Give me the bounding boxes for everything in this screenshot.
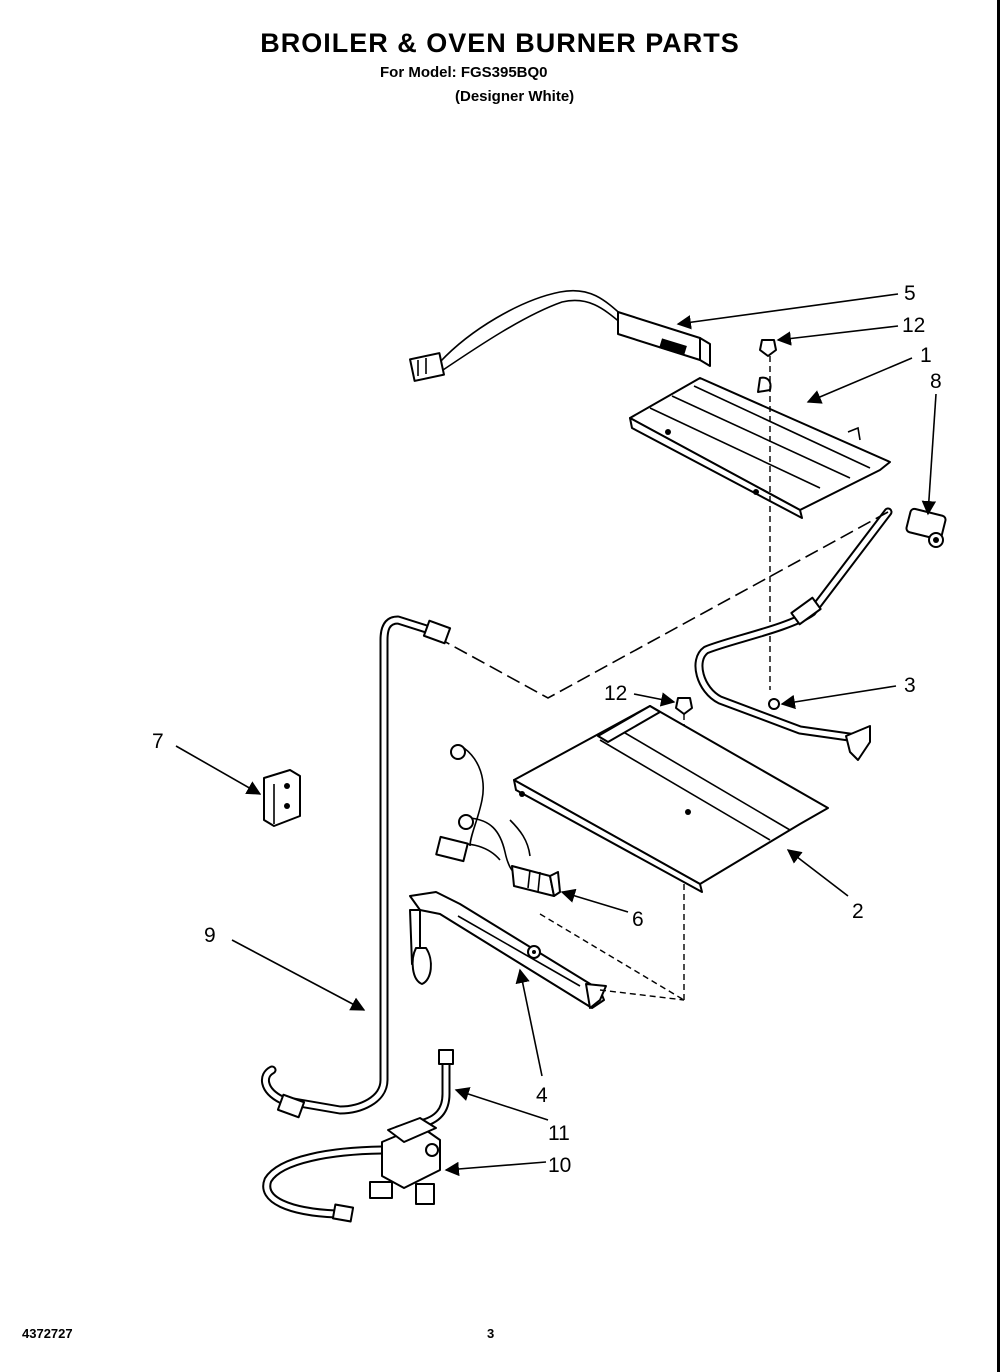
callout-6: 6	[560, 888, 644, 931]
part-4-oven-burner	[409, 891, 607, 1009]
document-number: 4372727	[22, 1326, 73, 1341]
svg-text:3: 3	[904, 674, 916, 697]
part-5-igniter-harness	[409, 289, 711, 382]
callout-10: 10	[444, 1154, 571, 1177]
part-11-gas-line	[393, 1049, 454, 1135]
callout-2: 2	[786, 849, 864, 923]
callout-12-upper: 12	[776, 314, 925, 346]
svg-text:10: 10	[548, 1154, 571, 1177]
svg-text:12: 12	[902, 314, 925, 337]
callout-12-lower: 12	[604, 682, 676, 707]
callout-5: 5	[676, 282, 916, 330]
svg-text:8: 8	[930, 370, 942, 393]
part-3-broiler-burner	[694, 507, 893, 761]
part-2-burner-baffle	[513, 705, 829, 893]
page-title: BROILER & OVEN BURNER PARTS	[260, 28, 740, 58]
callout-11: 11	[454, 1087, 570, 1145]
svg-text:7: 7	[152, 730, 164, 753]
callout-8: 8	[921, 370, 942, 516]
svg-text:2: 2	[852, 900, 864, 923]
model-number: For Model: FGS395BQ0	[380, 64, 548, 81]
callout-9: 9	[204, 924, 366, 1011]
svg-text:9: 9	[204, 924, 216, 947]
part-12-screw-upper	[759, 339, 777, 357]
svg-text:6: 6	[632, 908, 644, 931]
part-6-igniter	[435, 744, 561, 897]
part-1-broiler-deflector	[629, 376, 891, 519]
callout-1: 1	[806, 344, 932, 404]
part-8-orifice-fitting	[905, 507, 947, 548]
callout-4: 4	[515, 968, 548, 1107]
svg-text:4: 4	[536, 1084, 548, 1107]
callout-7: 7	[152, 730, 262, 795]
page-number: 3	[487, 1326, 495, 1341]
callout-3: 3	[780, 674, 916, 710]
svg-text:5: 5	[904, 282, 916, 305]
svg-text:12: 12	[604, 682, 627, 705]
part-12-screw-lower	[675, 697, 693, 715]
part-10-safety-valve	[262, 1117, 441, 1223]
part-7-bracket	[263, 769, 301, 827]
model-variant: (Designer White)	[455, 88, 575, 105]
part-9-gas-tube	[261, 615, 452, 1119]
svg-text:11: 11	[548, 1122, 570, 1145]
svg-text:1: 1	[920, 344, 932, 367]
